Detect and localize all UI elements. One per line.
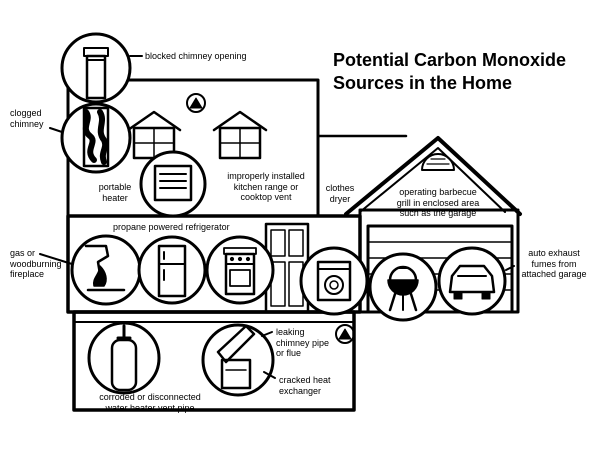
label-heat-exchanger: cracked heat exchanger bbox=[279, 375, 331, 396]
label-kitchen-range: improperly installed kitchen range or co… bbox=[227, 171, 305, 202]
clothes-dryer-icon bbox=[299, 246, 369, 316]
refrigerator-icon bbox=[137, 235, 207, 305]
blocked-chimney-icon bbox=[60, 32, 132, 104]
label-clothes-dryer: clothes dryer bbox=[325, 183, 355, 204]
dormer-window-right bbox=[212, 110, 268, 160]
label-chimney-pipe: leaking chimney pipe or flue bbox=[276, 327, 330, 358]
portable-heater-icon bbox=[139, 150, 207, 218]
alarm-triangle-icon bbox=[335, 324, 355, 344]
water-heater-icon bbox=[87, 321, 161, 395]
leader-lines bbox=[39, 55, 515, 379]
label-portable-heater: portable heater bbox=[98, 182, 132, 203]
car-garage-icon bbox=[437, 246, 507, 316]
clogged-chimney-icon bbox=[60, 102, 132, 174]
label-blocked-chimney: blocked chimney opening bbox=[145, 51, 247, 61]
furnace-flue-icon bbox=[201, 323, 275, 397]
alarm-triangle-icon bbox=[186, 93, 206, 113]
diagram-title-line1: Potential Carbon Monoxide bbox=[333, 50, 567, 70]
label-water-heater: corroded or disconnected water heater ve… bbox=[99, 392, 201, 413]
gas-fireplace-icon bbox=[70, 234, 142, 306]
garage-vent bbox=[421, 153, 455, 171]
barbecue-grill-icon bbox=[368, 252, 438, 322]
label-fireplace: gas or woodburning fireplace bbox=[10, 248, 62, 279]
label-clogged-chimney: clogged chimney bbox=[10, 108, 44, 129]
label-auto-exhaust: auto exhaust fumes from attached garage bbox=[521, 248, 587, 279]
label-barbecue: operating barbecue grill in enclosed are… bbox=[396, 187, 480, 218]
label-refrigerator: propane powered refrigerator bbox=[113, 222, 230, 232]
kitchen-range-icon bbox=[205, 235, 275, 305]
diagram-title-line2: Sources in the Home bbox=[333, 73, 513, 93]
